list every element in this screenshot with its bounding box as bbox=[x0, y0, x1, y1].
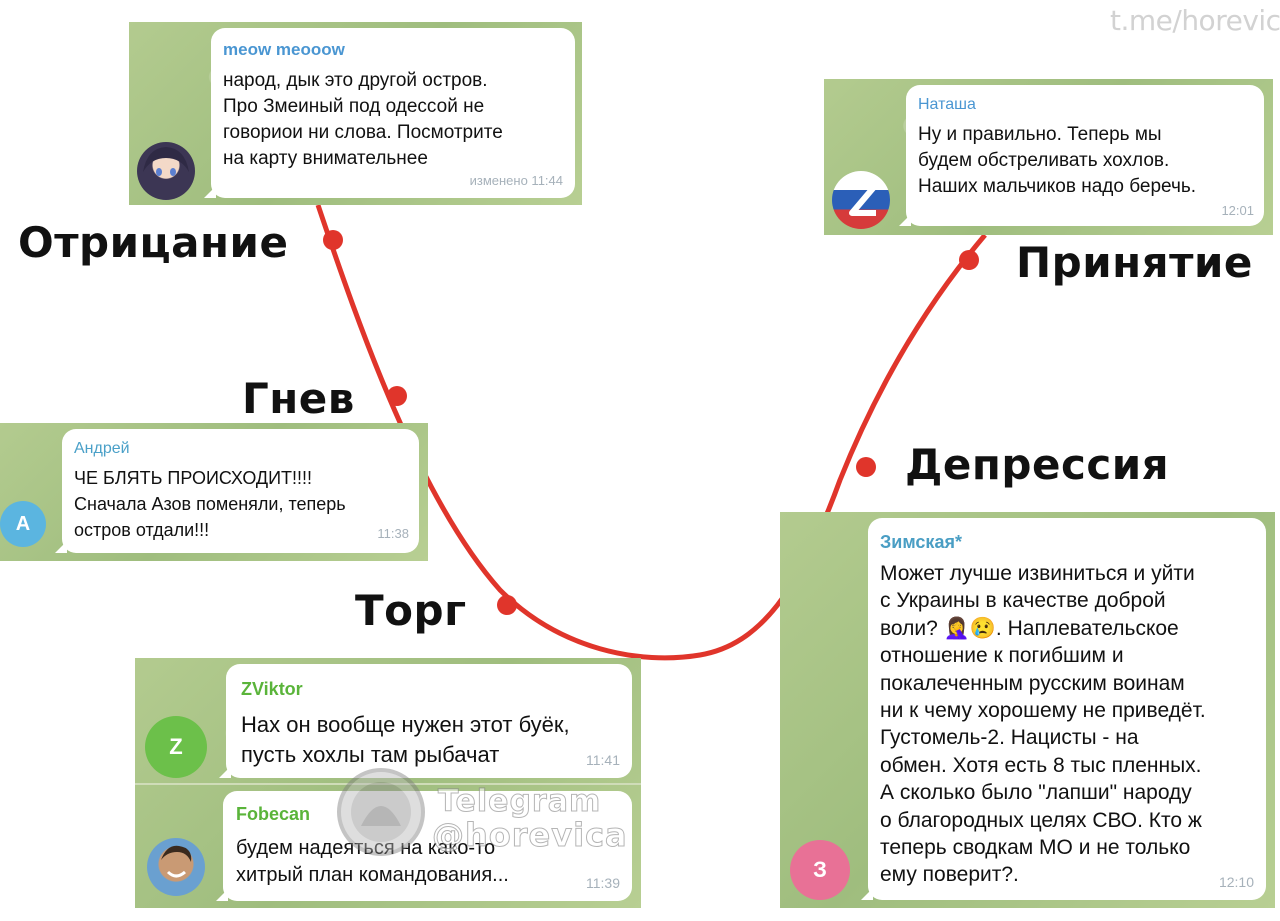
stage-label-anger: Гнев bbox=[242, 374, 355, 423]
message-bubble-depression[interactable]: Зимская* Может лучше извиниться и уйти с… bbox=[861, 518, 1266, 900]
message-bubble-anger[interactable]: Андрей ЧЕ БЛЯТЬ ПРОИСХОДИТ!!!! Сначала А… bbox=[55, 429, 419, 553]
message-time: 11:41 bbox=[586, 752, 620, 768]
panel-divider bbox=[135, 783, 641, 785]
z-flag-avatar[interactable] bbox=[832, 171, 890, 229]
stage-dot-denial bbox=[323, 230, 343, 250]
z-letter-icon bbox=[848, 184, 877, 216]
message-text: народ, дык это другой остров. Про Змеины… bbox=[223, 70, 503, 169]
message-bubble-bargaining-1[interactable]: ZViktor Нах он вообще нужен этот буёк, п… bbox=[219, 664, 632, 778]
message-sender[interactable]: Андрей bbox=[74, 440, 130, 457]
anime-girl-avatar[interactable] bbox=[137, 142, 195, 200]
message-time: 11:38 bbox=[377, 526, 409, 541]
message-sender[interactable]: meow meooow bbox=[223, 40, 345, 59]
stage-dot-bargaining bbox=[497, 595, 517, 615]
stage-label-denial: Отрицание bbox=[18, 218, 289, 267]
message-text: ЧЕ БЛЯТЬ ПРОИСХОДИТ!!!! Сначала Азов пом… bbox=[74, 468, 346, 540]
stage-dot-acceptance bbox=[959, 250, 979, 270]
message-text: Может лучше извиниться и уйти с Украины … bbox=[880, 562, 1206, 887]
stage-dot-anger bbox=[387, 386, 407, 406]
message-time: 12:01 bbox=[1221, 203, 1254, 218]
avatar-letter[interactable]: З bbox=[790, 840, 850, 900]
stage-label-bargaining: Торг bbox=[355, 586, 467, 635]
message-sender[interactable]: ZViktor bbox=[241, 679, 303, 699]
stage-label-depression: Депрессия bbox=[905, 440, 1170, 489]
message-sender[interactable]: Наташа bbox=[918, 96, 976, 113]
stage-dot-depression bbox=[856, 457, 876, 477]
message-panel-acceptance: Наташа Ну и правильно. Теперь мы будем о… bbox=[824, 79, 1273, 235]
message-bubble-denial[interactable]: meow meooow народ, дык это другой остров… bbox=[204, 28, 575, 198]
message-sender[interactable]: Зимская* bbox=[880, 532, 962, 552]
channel-stamp-line2: @horevica bbox=[432, 816, 628, 855]
message-time: изменено 11:44 bbox=[469, 173, 563, 188]
smiling-man-icon bbox=[161, 845, 192, 878]
message-time: 11:39 bbox=[586, 875, 620, 891]
message-text: Ну и правильно. Теперь мы будем обстрели… bbox=[918, 124, 1197, 197]
avatar-letter[interactable]: Z bbox=[145, 716, 207, 778]
message-panel-anger: А Андрей ЧЕ БЛЯТЬ ПРОИСХОДИТ!!!! Сначала… bbox=[0, 423, 428, 561]
channel-stamp-line1: Telegram bbox=[437, 784, 602, 820]
message-time: 12:10 bbox=[1218, 874, 1254, 890]
message-text: будем надеяться на како-то хитрый план к… bbox=[236, 837, 509, 886]
message-panel-depression: З Зимская* Может лучше извиниться и уйти… bbox=[780, 512, 1275, 908]
message-panel-denial: meow meooow народ, дык это другой остров… bbox=[129, 22, 582, 205]
avatar-letter[interactable]: А bbox=[0, 501, 46, 547]
smiling-man-avatar[interactable] bbox=[147, 838, 205, 896]
message-bubble-bargaining-2[interactable]: Fobecan будем надеяться на како-то хитры… bbox=[216, 791, 632, 901]
channel-watermark: t.me/horevica bbox=[1110, 4, 1280, 37]
message-text: Нах он вообще нужен этот буёк, пусть хох… bbox=[241, 712, 570, 767]
message-sender[interactable]: Fobecan bbox=[236, 804, 311, 824]
anime-girl-icon bbox=[143, 147, 189, 176]
channel-stamp-logo bbox=[337, 768, 425, 856]
stage-label-acceptance: Принятие bbox=[1016, 238, 1253, 287]
message-panel-bargaining: Z ZViktor Нах он вообще нужен этот буёк,… bbox=[135, 658, 641, 908]
message-bubble-acceptance[interactable]: Наташа Ну и правильно. Теперь мы будем о… bbox=[899, 85, 1264, 226]
